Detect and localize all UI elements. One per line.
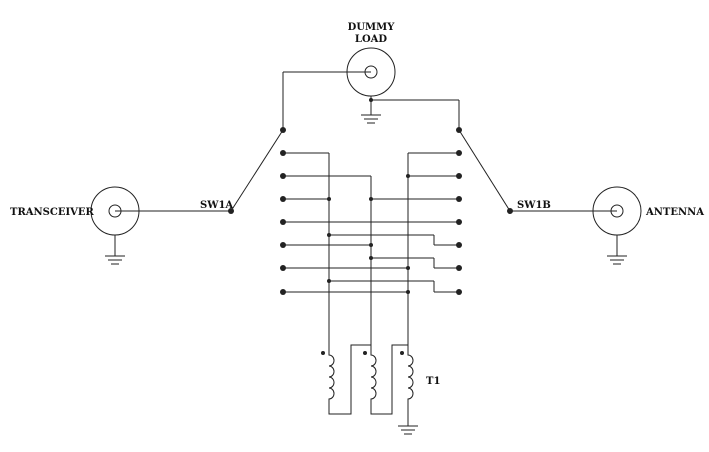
dummy-load: DUMMY LOAD xyxy=(282,22,460,130)
switch-wiring xyxy=(283,152,459,345)
dummy-load-ground-icon xyxy=(361,114,381,124)
transformer-ground-icon xyxy=(398,425,418,435)
dummy-load-label-line1: DUMMY xyxy=(348,22,396,33)
transformer-t1: T1 xyxy=(321,344,440,435)
winding-2-icon xyxy=(363,344,408,415)
winding-3-icon xyxy=(400,345,414,426)
sw1a-label: SW1A xyxy=(200,200,233,211)
antenna-ground-icon xyxy=(607,255,627,265)
sw1b-label: SW1B xyxy=(517,200,551,211)
antenna: ANTENNA xyxy=(510,186,704,265)
antenna-label: ANTENNA xyxy=(645,207,704,218)
t1-label: T1 xyxy=(426,376,440,387)
transceiver-label: TRANSCEIVER xyxy=(10,207,95,218)
transceiver-ground-icon xyxy=(105,255,125,265)
dummy-load-label-line2: LOAD xyxy=(355,34,388,45)
switch-sw1a: SW1A xyxy=(200,127,286,295)
winding-1-icon xyxy=(321,344,371,415)
transceiver: TRANSCEIVER xyxy=(10,186,231,265)
